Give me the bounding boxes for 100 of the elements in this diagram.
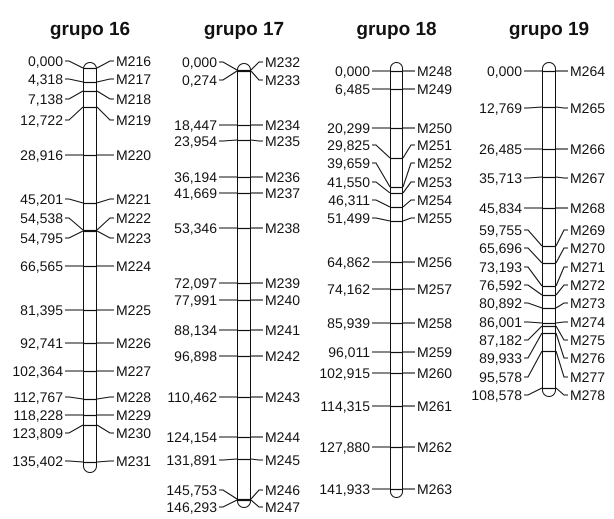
marker-label: M243 (265, 389, 300, 405)
marker-label: M252 (417, 155, 452, 171)
leader-line (372, 351, 390, 353)
position-label: 76,592 (479, 277, 522, 293)
leader-line (251, 299, 263, 301)
leader-line (65, 370, 83, 372)
leader-line (524, 321, 542, 324)
marker-label: M269 (570, 222, 606, 238)
leader-line (219, 176, 237, 178)
position-label: 59,755 (479, 222, 522, 238)
leader-line (524, 176, 542, 179)
position-label: 45,834 (479, 200, 522, 216)
leader-line (372, 288, 390, 290)
marker-label: M255 (417, 210, 452, 226)
leader-line (372, 217, 390, 222)
marker-label: M232 (265, 54, 300, 70)
leader-line (251, 355, 263, 357)
marker-label: M271 (570, 259, 606, 275)
group-title: grupo 19 (508, 19, 590, 41)
marker-label: M249 (417, 81, 452, 97)
leader-line (96, 106, 114, 121)
leader-line (65, 424, 84, 434)
leader-line (524, 350, 542, 378)
leader-line (403, 405, 415, 407)
marker-label: M254 (417, 192, 452, 208)
marker-label: M242 (265, 348, 300, 364)
position-label: 39,659 (327, 155, 370, 171)
leader-line (250, 458, 263, 461)
leader-line (250, 489, 263, 500)
leader-line (250, 61, 263, 70)
leader-line (403, 288, 415, 290)
leader-line (65, 309, 83, 311)
leader-line (65, 60, 84, 68)
position-label: 95,578 (479, 369, 522, 385)
marker-label: M261 (417, 398, 452, 414)
marker-label: M244 (265, 429, 300, 445)
position-label: 127,880 (319, 439, 370, 455)
group-title: grupo 16 (50, 19, 130, 41)
position-label: 6,485 (334, 81, 370, 97)
leader-line (251, 436, 263, 438)
leader-line (65, 154, 83, 156)
position-label: 23,954 (174, 133, 217, 149)
leader-line (402, 162, 415, 188)
leader-line (403, 70, 415, 72)
leader-line (556, 284, 568, 296)
marker-label: M264 (570, 63, 606, 79)
marker-label: M216 (116, 53, 152, 69)
marker-label: M218 (116, 91, 152, 107)
leader-line (372, 372, 390, 374)
position-label: 131,891 (166, 452, 217, 468)
leader-line (219, 396, 237, 398)
leader-line (251, 282, 263, 284)
leader-line (556, 70, 568, 72)
marker-label: M234 (265, 117, 300, 133)
leader-line (97, 370, 114, 372)
position-label: 64,862 (327, 254, 370, 270)
position-label: 45,201 (20, 191, 63, 207)
marker-label: M238 (265, 220, 300, 236)
marker-label: M250 (417, 120, 452, 136)
leader-line (97, 154, 114, 156)
leader-line (372, 144, 390, 158)
leader-line (524, 388, 542, 396)
position-label: 41,669 (174, 185, 217, 201)
leader-line (96, 424, 114, 434)
position-label: 96,898 (174, 348, 217, 364)
position-label: 112,767 (13, 389, 63, 405)
marker-label: M266 (570, 141, 606, 157)
position-label: 28,916 (20, 147, 63, 163)
leader-line (403, 372, 415, 374)
leader-line (219, 124, 237, 126)
leader-line (65, 342, 83, 344)
marker-label: M277 (570, 369, 606, 385)
leader-line (219, 329, 237, 331)
marker-label: M278 (570, 387, 606, 403)
leader-line (96, 90, 114, 100)
position-label: 110,462 (167, 389, 217, 405)
marker-label: M241 (265, 322, 300, 338)
position-label: 108,578 (471, 387, 522, 403)
leader-line (97, 342, 114, 344)
marker-label: M226 (116, 335, 152, 351)
position-label: 0,274 (182, 72, 217, 88)
leader-line (96, 217, 114, 230)
leader-line (524, 106, 542, 109)
marker-label: M235 (265, 133, 300, 149)
position-label: 96,011 (328, 344, 370, 360)
leader-line (556, 321, 568, 324)
position-label: 88,134 (174, 322, 217, 338)
marker-label: M262 (417, 439, 452, 455)
leader-line (65, 78, 84, 83)
leader-line (372, 322, 390, 324)
marker-label: M276 (570, 350, 606, 366)
leader-line (65, 396, 84, 400)
position-label: 87,182 (479, 332, 522, 348)
leader-line (96, 78, 114, 83)
marker-label: M245 (265, 452, 300, 468)
position-label: 36,194 (174, 169, 217, 185)
leader-line (372, 70, 390, 72)
marker-label: M231 (116, 453, 152, 469)
leader-line (403, 488, 415, 490)
leader-line (372, 446, 390, 448)
